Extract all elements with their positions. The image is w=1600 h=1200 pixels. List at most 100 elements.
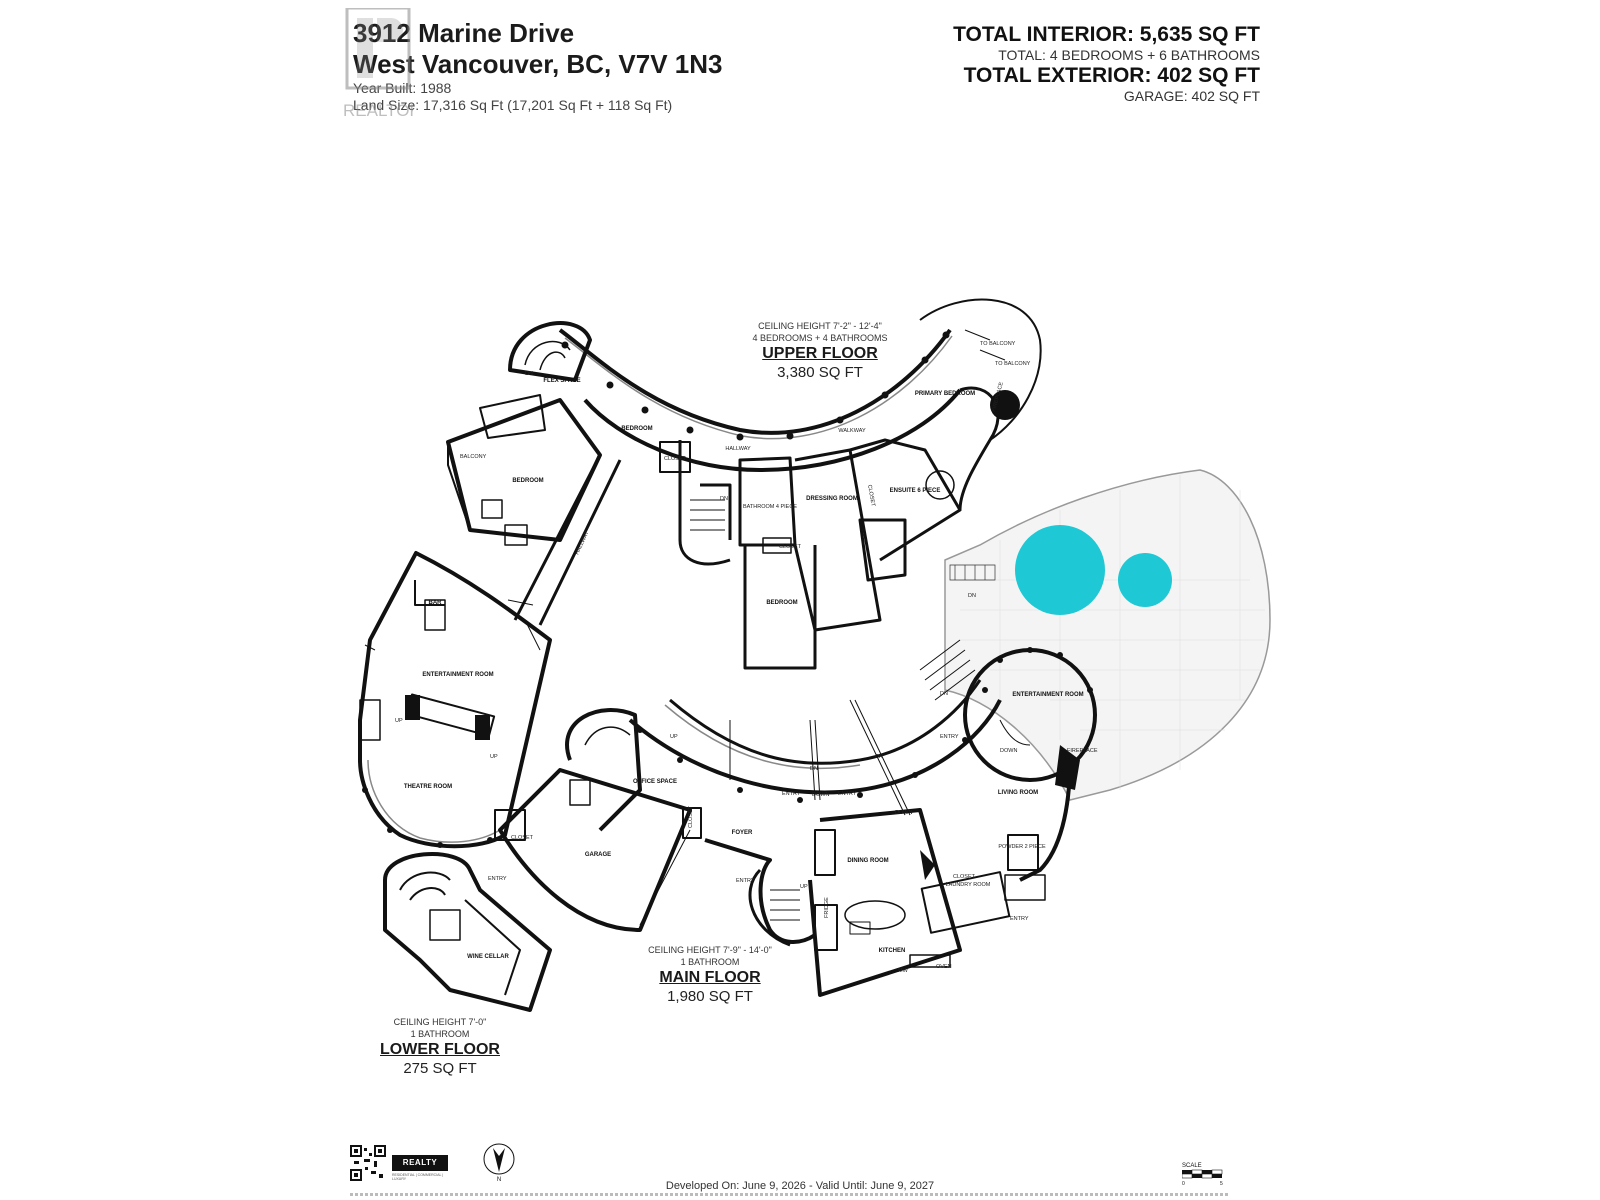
main-window-posts [637, 647, 1093, 803]
label-laundry-room: LAUNDRY ROOM [946, 882, 991, 888]
main-floor-label: CEILING HEIGHT 7'-9" - 14'-0" 1 BATHROOM… [630, 944, 790, 1005]
lower-floor-sqft: 275 SQ FT [403, 1060, 477, 1077]
label-entertainment-room-upper: ENTERTAINMENT ROOM [422, 672, 493, 678]
deck-steps [949, 564, 996, 581]
label-oven: OVEN [936, 964, 952, 970]
pool-small [1118, 553, 1172, 607]
upper-floor-plan [446, 298, 1042, 670]
label-hallway: HALLWAY [725, 446, 751, 452]
label-dn-main-1: DN [810, 766, 818, 772]
label-closet-3: CLOSET [866, 484, 876, 507]
entertainment-wing-plan [358, 551, 552, 849]
label-upper-hallway: HALLWAY [574, 530, 590, 556]
scale-title: SCALE [1182, 1163, 1202, 1169]
label-entry-3: ENTRY [940, 734, 959, 740]
label-bathroom-4: BATHROOM 4 PIECE [743, 504, 797, 510]
fine-print-disclaimer [350, 1193, 1230, 1196]
upper-floor-sqft: 3,380 SQ FT [777, 364, 863, 381]
label-office-space: OFFICE SPACE [633, 779, 677, 785]
upper-floor-label: CEILING HEIGHT 7'-2" - 12'-4" 4 BEDROOMS… [740, 320, 900, 381]
main-floor-plan [494, 639, 1097, 997]
compass-north-label: N [497, 1177, 501, 1182]
label-fireplace-main: FIREPLACE [1067, 748, 1098, 754]
label-walkway: WALKWAY [838, 428, 866, 434]
pool-deck [944, 469, 1271, 801]
label-entry-2: ENTRY [838, 791, 857, 797]
total-interior: TOTAL INTERIOR: 5,635 SQ FT [953, 23, 1260, 46]
label-mw: MW [898, 968, 909, 974]
lower-floor-name: LOWER FLOOR [380, 1041, 500, 1058]
label-ensuite: ENSUITE 6 PIECE [890, 488, 941, 494]
label-down-2: DOWN [895, 810, 912, 816]
lower-floor-label: CEILING HEIGHT 7'-0" 1 BATHROOM LOWER FL… [360, 1016, 520, 1077]
label-upper-dn: DN [720, 496, 728, 502]
total-detail: TOTAL: 4 BEDROOMS + 6 BATHROOMS [998, 47, 1260, 63]
label-dressing-room: DRESSING ROOM [806, 496, 858, 502]
lower-rooms: 1 BATHROOM [410, 1029, 470, 1039]
upper-window-posts [561, 331, 950, 441]
property-header: 3912 Marine Drive West Vancouver, BC, V7… [353, 18, 722, 114]
label-office-closet: CLOSET [688, 805, 694, 828]
garage-area: GARAGE: 402 SQ FT [1123, 88, 1260, 104]
label-closet-1: CLOSET [664, 456, 687, 462]
label-garage-closet: CLOSET [511, 835, 534, 841]
realty-studios-logo: REALTY STUDIOS [392, 1155, 448, 1183]
label-primary-bedroom: PRIMARY BEDROOM [915, 391, 975, 397]
label-flex-space: FLEX SPACE [543, 378, 580, 384]
label-upper-bedroom-3: BEDROOM [766, 600, 797, 606]
label-flex-dn: DN [525, 371, 533, 377]
label-entertainment-room-main: ENTERTAINMENT ROOM [1012, 692, 1083, 698]
label-dining-room: DINING ROOM [847, 858, 888, 864]
label-entry-1: ENTRY [782, 791, 801, 797]
validity-notice: Developed On: June 9, 2026 - Valid Until… [665, 1180, 935, 1192]
theatre-window-posts [362, 787, 493, 848]
label-to-balcony-1: TO BALCONY [980, 341, 1016, 347]
scale-five: 5 [1220, 1181, 1223, 1187]
main-floor-name: MAIN FLOOR [659, 969, 761, 986]
label-bar: BAR [429, 600, 443, 606]
label-dn-main-2: DN [875, 754, 883, 760]
realty-studios-tagline: RESIDENTIAL | COMMERCIAL | LUXURY [392, 1173, 444, 1181]
address-line-1: 3912 Marine Drive [353, 18, 575, 48]
label-dn-deck: DN [968, 593, 976, 599]
compass-icon: N [483, 1143, 515, 1182]
scale-zero: 0 [1182, 1181, 1185, 1187]
label-to-balcony-2: TO BALCONY [995, 361, 1031, 367]
totals-summary: TOTAL INTERIOR: 5,635 SQ FT TOTAL: 4 BED… [953, 22, 1260, 104]
total-exterior: TOTAL EXTERIOR: 402 SQ FT [963, 64, 1260, 87]
label-down-1: DOWN [812, 792, 829, 798]
main-rooms: 1 BATHROOM [680, 957, 740, 967]
main-floor-sqft: 1,980 SQ FT [667, 988, 753, 1005]
label-kitchen: KITCHEN [879, 948, 906, 954]
label-foyer: FOYER [732, 830, 753, 836]
label-upper-bedroom-2: BEDROOM [512, 478, 543, 484]
label-wine-cellar: WINE CELLAR [467, 954, 509, 960]
label-fridge: FRIDGE [824, 897, 830, 918]
label-balcony: BALCONY [460, 454, 487, 460]
address-line-2: West Vancouver, BC, V7V 1N3 [353, 49, 723, 79]
upper-rooms: 4 BEDROOMS + 4 BATHROOMS [752, 333, 888, 343]
label-laundry-closet: CLOSET [953, 874, 976, 880]
label-upper-bedroom-1: BEDROOM [621, 426, 652, 432]
upper-ceiling: CEILING HEIGHT 7'-2" - 12'-4" [758, 321, 882, 331]
label-entry-4: ENTRY [736, 878, 755, 884]
label-lower-entry: ENTRY [488, 876, 507, 882]
label-living-room: LIVING ROOM [998, 790, 1038, 796]
label-dn-main-3: DN [940, 691, 948, 697]
label-closet-2: CLOSET [779, 544, 802, 550]
qr-code [350, 1145, 386, 1181]
label-down-3: DOWN [1000, 748, 1017, 754]
watermark-text: REALTOR [343, 101, 413, 120]
upper-floor-name: UPPER FLOOR [762, 345, 878, 362]
land-size: Land Size: 17,316 Sq Ft (17,201 Sq Ft + … [353, 97, 673, 113]
label-theatre-up-2: UP [490, 754, 498, 760]
label-up-office: UP [670, 734, 678, 740]
room-labels: FLEX SPACE BEDROOM BEDROOM BALCONY HALLW… [395, 341, 1098, 974]
lower-floor-plan [383, 852, 552, 1012]
deck-grid [960, 475, 1265, 790]
realtor-watermark-logo: REALTOR [343, 8, 413, 120]
scale-bar: SCALE 0 5 [1182, 1163, 1223, 1187]
label-powder: POWDER 2 PIECE [998, 844, 1046, 850]
label-garage: GARAGE [585, 852, 611, 858]
